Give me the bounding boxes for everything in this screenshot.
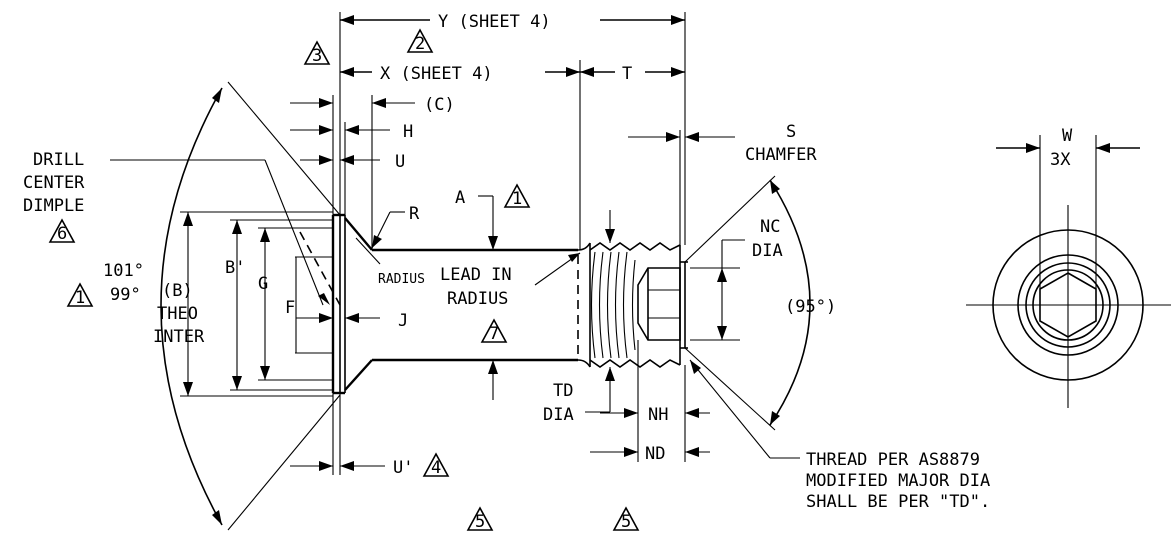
- flag-note-4: 4: [422, 452, 450, 478]
- dim-nh: NH: [648, 405, 668, 425]
- flag-notes: 2 3 1 6 1 7 4 5: [48, 28, 640, 532]
- thread-section: [589, 242, 688, 368]
- dim-s: S: [786, 122, 796, 142]
- svg-text:4: 4: [431, 458, 441, 478]
- drill-center-2: CENTER: [23, 173, 85, 193]
- dim-w: W: [1062, 126, 1073, 146]
- dim-r: R: [409, 204, 420, 224]
- dim-radius: RADIUS: [378, 272, 425, 287]
- thread-note-3: SHALL BE PER "TD".: [806, 492, 990, 512]
- dim-b: (B): [162, 281, 193, 301]
- svg-text:5: 5: [621, 512, 631, 532]
- flag-note-6: 6: [48, 218, 76, 244]
- lead-in-2: RADIUS: [447, 289, 508, 309]
- dim-theo: THEO: [157, 304, 198, 324]
- dimension-lines: [110, 12, 811, 531]
- dim-chamfer: CHAMFER: [745, 145, 817, 165]
- flag-note-5-right: 5: [612, 506, 640, 532]
- flag-note-1-top: 1: [503, 183, 531, 209]
- angle-99: 99°: [110, 285, 141, 305]
- bolt-outline: [299, 213, 591, 395]
- drill-center-3: DIMPLE: [23, 196, 84, 216]
- angle-95: (95°): [785, 297, 836, 317]
- svg-text:7: 7: [489, 324, 499, 344]
- dim-b-prime: B': [225, 258, 245, 278]
- svg-text:2: 2: [415, 34, 425, 54]
- svg-text:6: 6: [57, 224, 67, 244]
- dim-nc-dia: DIA: [752, 241, 783, 261]
- dim-j: J: [398, 311, 408, 331]
- dim-u-prime: U': [393, 458, 413, 478]
- dim-y: Y (SHEET 4): [438, 12, 551, 32]
- dim-td-dia: DIA: [543, 405, 574, 425]
- thread-note-1: THREAD PER AS8879: [806, 450, 980, 470]
- thread-note-2: MODIFIED MAJOR DIA: [806, 471, 990, 491]
- angle-101: 101°: [103, 261, 144, 281]
- svg-text:1: 1: [512, 189, 522, 209]
- dim-h: H: [403, 122, 413, 142]
- dim-td: TD: [553, 381, 573, 401]
- end-view: [966, 135, 1171, 408]
- svg-text:3: 3: [312, 46, 322, 66]
- flag-note-2: 2: [406, 28, 434, 54]
- dim-inter: INTER: [153, 327, 205, 347]
- dim-a: A: [455, 188, 465, 208]
- svg-text:5: 5: [475, 512, 485, 532]
- dim-nd: ND: [645, 444, 665, 464]
- dim-nc: NC: [760, 217, 780, 237]
- flag-note-7: 7: [480, 318, 508, 344]
- svg-text:1: 1: [75, 288, 85, 308]
- dim-t: T: [622, 64, 632, 84]
- flag-note-1-left: 1: [66, 282, 94, 308]
- labels: Y (SHEET 4) X (SHEET 4) T (C) H U U' S C…: [23, 12, 1073, 512]
- dim-g: G: [258, 274, 268, 294]
- flag-note-3: 3: [303, 40, 331, 66]
- dim-x: X (SHEET 4): [380, 64, 493, 84]
- drill-center-1: DRILL: [33, 150, 84, 170]
- flag-note-5-left: 5: [466, 506, 494, 532]
- dim-u: U: [395, 152, 405, 172]
- dim-w-count: 3X: [1050, 150, 1071, 170]
- dim-c: (C): [424, 95, 455, 115]
- lead-in-1: LEAD IN: [440, 265, 512, 285]
- dim-f: F: [285, 298, 295, 318]
